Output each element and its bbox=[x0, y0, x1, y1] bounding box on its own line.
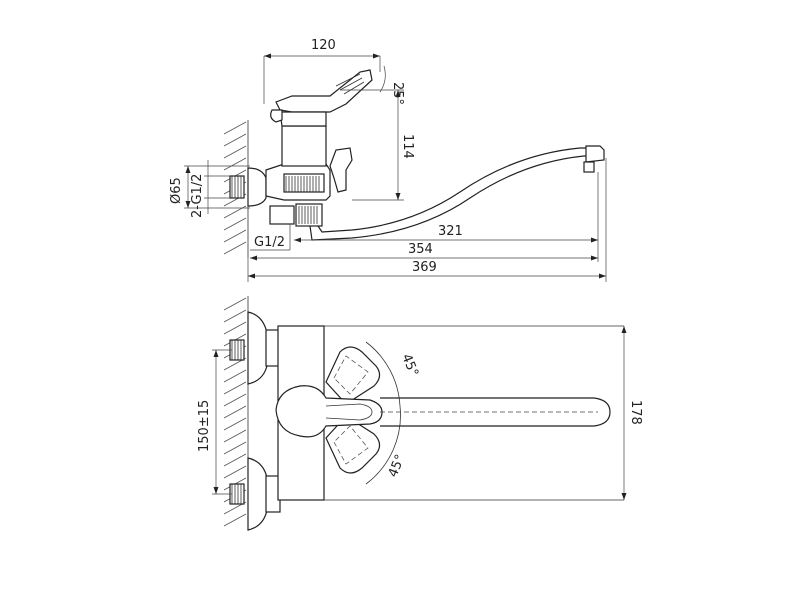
lower-inlet bbox=[229, 457, 281, 531]
dimension-321: 321 bbox=[294, 172, 599, 262]
dimension-114-label: 114 bbox=[400, 134, 415, 159]
dimension-angle-upper-label: 45° bbox=[398, 352, 421, 379]
lever-swing-arc bbox=[365, 341, 401, 485]
dimension-114: 114 bbox=[340, 89, 415, 201]
dimension-120: 120 bbox=[263, 38, 381, 104]
dimension-diameter: Ø65 2-G1/2 bbox=[169, 160, 250, 218]
mixer-body bbox=[265, 69, 373, 201]
lever-rotated-up bbox=[325, 346, 381, 405]
dimension-angle-lower: 45° bbox=[386, 453, 409, 480]
side-elevation-view: 120 25° 114 Ø65 2-G1/2 bbox=[169, 38, 607, 282]
dimension-outlet-thread: G1/2 bbox=[250, 224, 291, 251]
upper-inlet bbox=[229, 311, 281, 385]
dimension-outlet-thread-label: G1/2 bbox=[254, 235, 285, 250]
lever-rotated-down bbox=[325, 415, 381, 474]
dimension-diameter-label: Ø65 bbox=[169, 177, 184, 204]
spout-plan bbox=[380, 397, 611, 427]
dimension-369-label: 369 bbox=[412, 260, 437, 275]
dimension-369: 369 bbox=[247, 158, 607, 282]
dimension-connection-thread-label: 2-G1/2 bbox=[190, 174, 205, 218]
dimension-inlet-spacing-label: 150±15 bbox=[197, 400, 212, 452]
dimension-angle-upper: 45° bbox=[398, 352, 421, 379]
outlet-nut bbox=[269, 199, 323, 227]
swivel-spout bbox=[309, 145, 605, 241]
dimension-angle-lower-label: 45° bbox=[386, 453, 409, 480]
dimension-321-label: 321 bbox=[438, 224, 463, 239]
dimension-inlet-spacing: 150±15 bbox=[197, 349, 232, 495]
dimension-354-label: 354 bbox=[408, 242, 433, 257]
eccentric-connector bbox=[229, 167, 267, 207]
dimension-120-label: 120 bbox=[311, 38, 336, 53]
dimension-side-height: 178 bbox=[621, 326, 643, 500]
dimension-354: 354 bbox=[250, 242, 598, 261]
dimension-25-degree: 25° bbox=[379, 65, 405, 105]
plan-view: 45° 45° 150±15 178 bbox=[197, 296, 643, 531]
dimension-side-height-label: 178 bbox=[628, 400, 643, 425]
